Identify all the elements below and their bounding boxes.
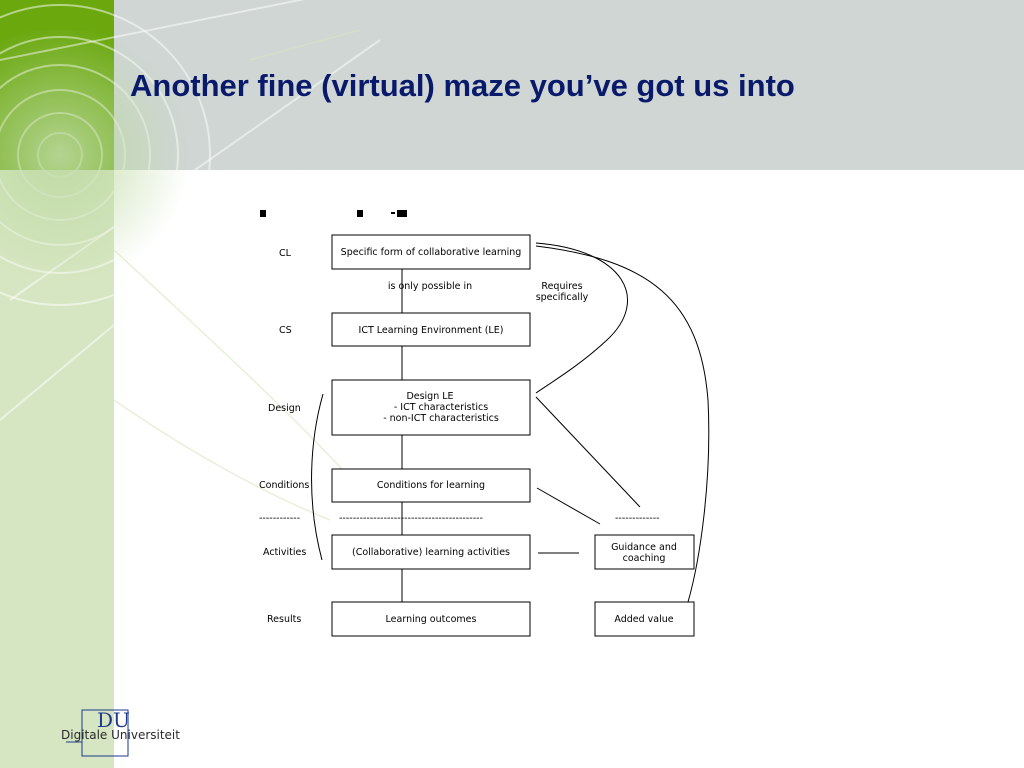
box-added-value-text: Added value — [614, 614, 673, 625]
annotation-only-possible: is only possible in — [388, 281, 472, 292]
box-cs — [331, 312, 531, 347]
box-guidance-line-1: Guidance and — [611, 542, 677, 553]
box-design-line-1: Design LE — [406, 391, 453, 402]
box-cl-text: Specific form of collaborative learning — [341, 247, 522, 258]
dashes-middle: ----------------------------------------… — [339, 513, 483, 524]
box-conditions — [331, 468, 531, 503]
box-results — [331, 601, 531, 637]
box-guidance — [594, 534, 695, 570]
box-design-line-2: - ICT characteristics — [394, 402, 488, 413]
box-conditions-text: Conditions for learning — [377, 480, 485, 491]
du-logo-letters: DU — [97, 708, 130, 732]
slide-title: Another fine (virtual) maze you’ve got u… — [130, 68, 795, 103]
box-activities — [331, 534, 531, 570]
annotation-requires-line-2: specifically — [536, 292, 589, 303]
box-activities-text: (Collaborative) learning activities — [352, 547, 510, 558]
box-design — [331, 379, 531, 436]
relation-lines — [311, 242, 710, 603]
row-label-activities: Activities — [263, 547, 306, 558]
row-label-cl: CL — [279, 248, 292, 259]
row-label-design: Design — [268, 403, 301, 414]
header-marks — [260, 210, 407, 217]
box-design-line-3: - non-ICT characteristics — [383, 413, 499, 424]
box-cs-text: ICT Learning Environment (LE) — [359, 325, 504, 336]
logo-name: Digitale Universiteit — [61, 728, 180, 742]
dashes-left: ------------ — [259, 513, 300, 524]
row-label-conditions: Conditions — [259, 480, 309, 491]
row-label-cs: CS — [279, 325, 292, 336]
dashes-right: ------------- — [615, 513, 660, 524]
box-added-value — [594, 601, 695, 637]
box-cl — [331, 234, 531, 270]
box-guidance-line-2: coaching — [623, 553, 666, 564]
du-logo-mark — [66, 709, 129, 757]
row-label-results: Results — [267, 614, 301, 625]
annotation-requires-line-1: Requires — [541, 281, 582, 292]
box-results-text: Learning outcomes — [386, 614, 477, 625]
